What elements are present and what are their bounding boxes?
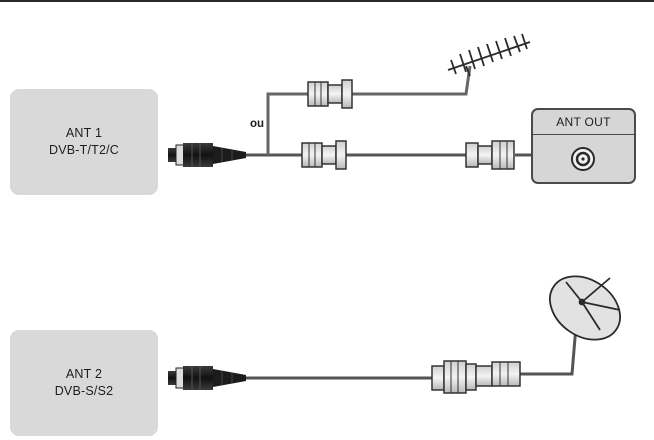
ant2-title: ANT 2	[65, 367, 103, 381]
ant-out-panel: ANT OUT	[531, 108, 636, 184]
ant1-plug	[168, 143, 246, 167]
satellite-connector	[431, 360, 521, 394]
top-rule	[0, 0, 654, 2]
ant1-title: ANT 1	[65, 126, 103, 140]
junction-label: ou	[250, 118, 265, 130]
ant-out-label: ANT OUT	[533, 110, 634, 135]
ant2-plug	[168, 366, 246, 390]
satellite-dish-icon	[549, 275, 621, 341]
ant-out-socket	[571, 147, 595, 171]
ant1-port-box: ANT 1 DVB-T/T2/C	[10, 89, 158, 195]
ant2-cable	[245, 325, 578, 380]
f-connector-branch	[307, 79, 353, 109]
ant1-standard: DVB-T/T2/C	[48, 143, 120, 157]
ant1-cable	[245, 65, 531, 157]
f-connector-ant-out	[465, 140, 515, 170]
ant2-standard: DVB-S/S2	[54, 384, 114, 398]
ant2-port-box: ANT 2 DVB-S/S2	[10, 330, 158, 436]
f-connector-main	[301, 140, 347, 170]
terrestrial-antenna-icon	[447, 33, 531, 77]
